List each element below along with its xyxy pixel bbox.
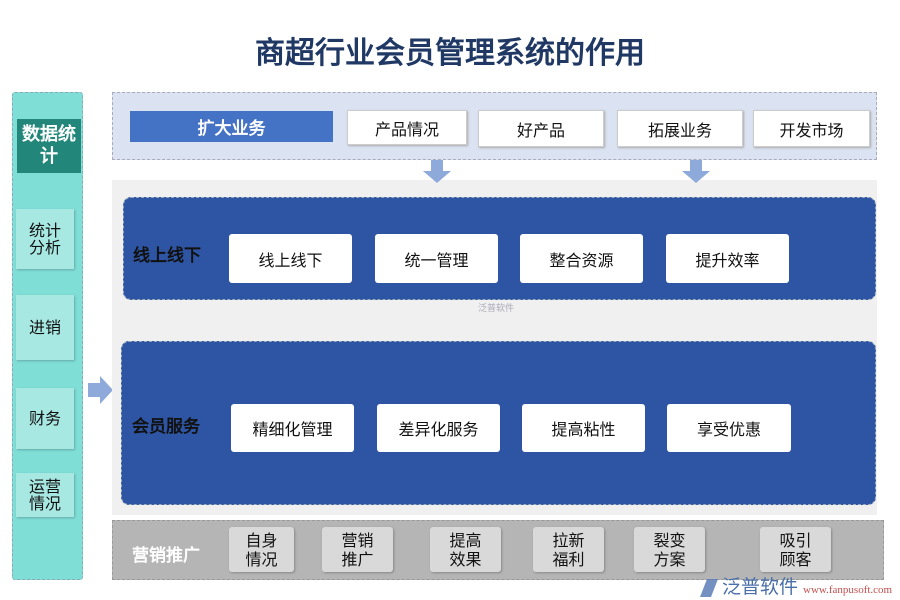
top-item: 拓展业务 — [617, 110, 743, 147]
left-header: 数据统计 — [17, 119, 81, 173]
left-item-operations: 运营情况 — [16, 473, 74, 517]
marketing-item: 吸引顾客 — [760, 527, 831, 572]
marketing-item: 自身情况 — [229, 527, 294, 572]
online-item: 线上线下 — [229, 234, 352, 283]
page-title: 商超行业会员管理系统的作用 — [255, 36, 645, 71]
marketing-item: 提高效果 — [430, 527, 501, 572]
member-item: 享受优惠 — [667, 404, 791, 452]
marketing-item: 裂变方案 — [634, 527, 705, 572]
arrow-down-icon — [682, 160, 710, 183]
left-item-finance: 财务 — [16, 388, 74, 449]
top-item: 产品情况 — [347, 110, 467, 145]
member-item: 提高粘性 — [522, 404, 645, 452]
left-item-sales: 进销 — [16, 295, 74, 360]
online-item: 整合资源 — [520, 234, 643, 283]
logo-url: www.fanpusoft.com — [803, 584, 893, 596]
left-item-stats: 统计分析 — [16, 209, 74, 269]
member-service-label: 会员服务 — [132, 417, 200, 437]
marketing-item: 拉新福利 — [533, 527, 604, 572]
online-item: 统一管理 — [375, 234, 498, 283]
member-item: 精细化管理 — [231, 404, 354, 452]
logo-icon — [700, 579, 718, 597]
center-watermark: 泛普软件 — [478, 304, 515, 314]
marketing-item: 营销推广 — [322, 527, 393, 572]
marketing-label: 营销推广 — [132, 546, 200, 566]
top-header: 扩大业务 — [130, 111, 333, 142]
member-item: 差异化服务 — [377, 404, 500, 452]
online-offline-label: 线上线下 — [133, 246, 201, 266]
arrow-right-icon — [88, 376, 113, 404]
top-item: 好产品 — [478, 110, 604, 147]
arrow-down-icon — [423, 160, 451, 183]
logo-text: 泛普软件 — [722, 576, 799, 598]
top-item: 开发市场 — [753, 110, 870, 147]
online-item: 提升效率 — [666, 234, 789, 283]
